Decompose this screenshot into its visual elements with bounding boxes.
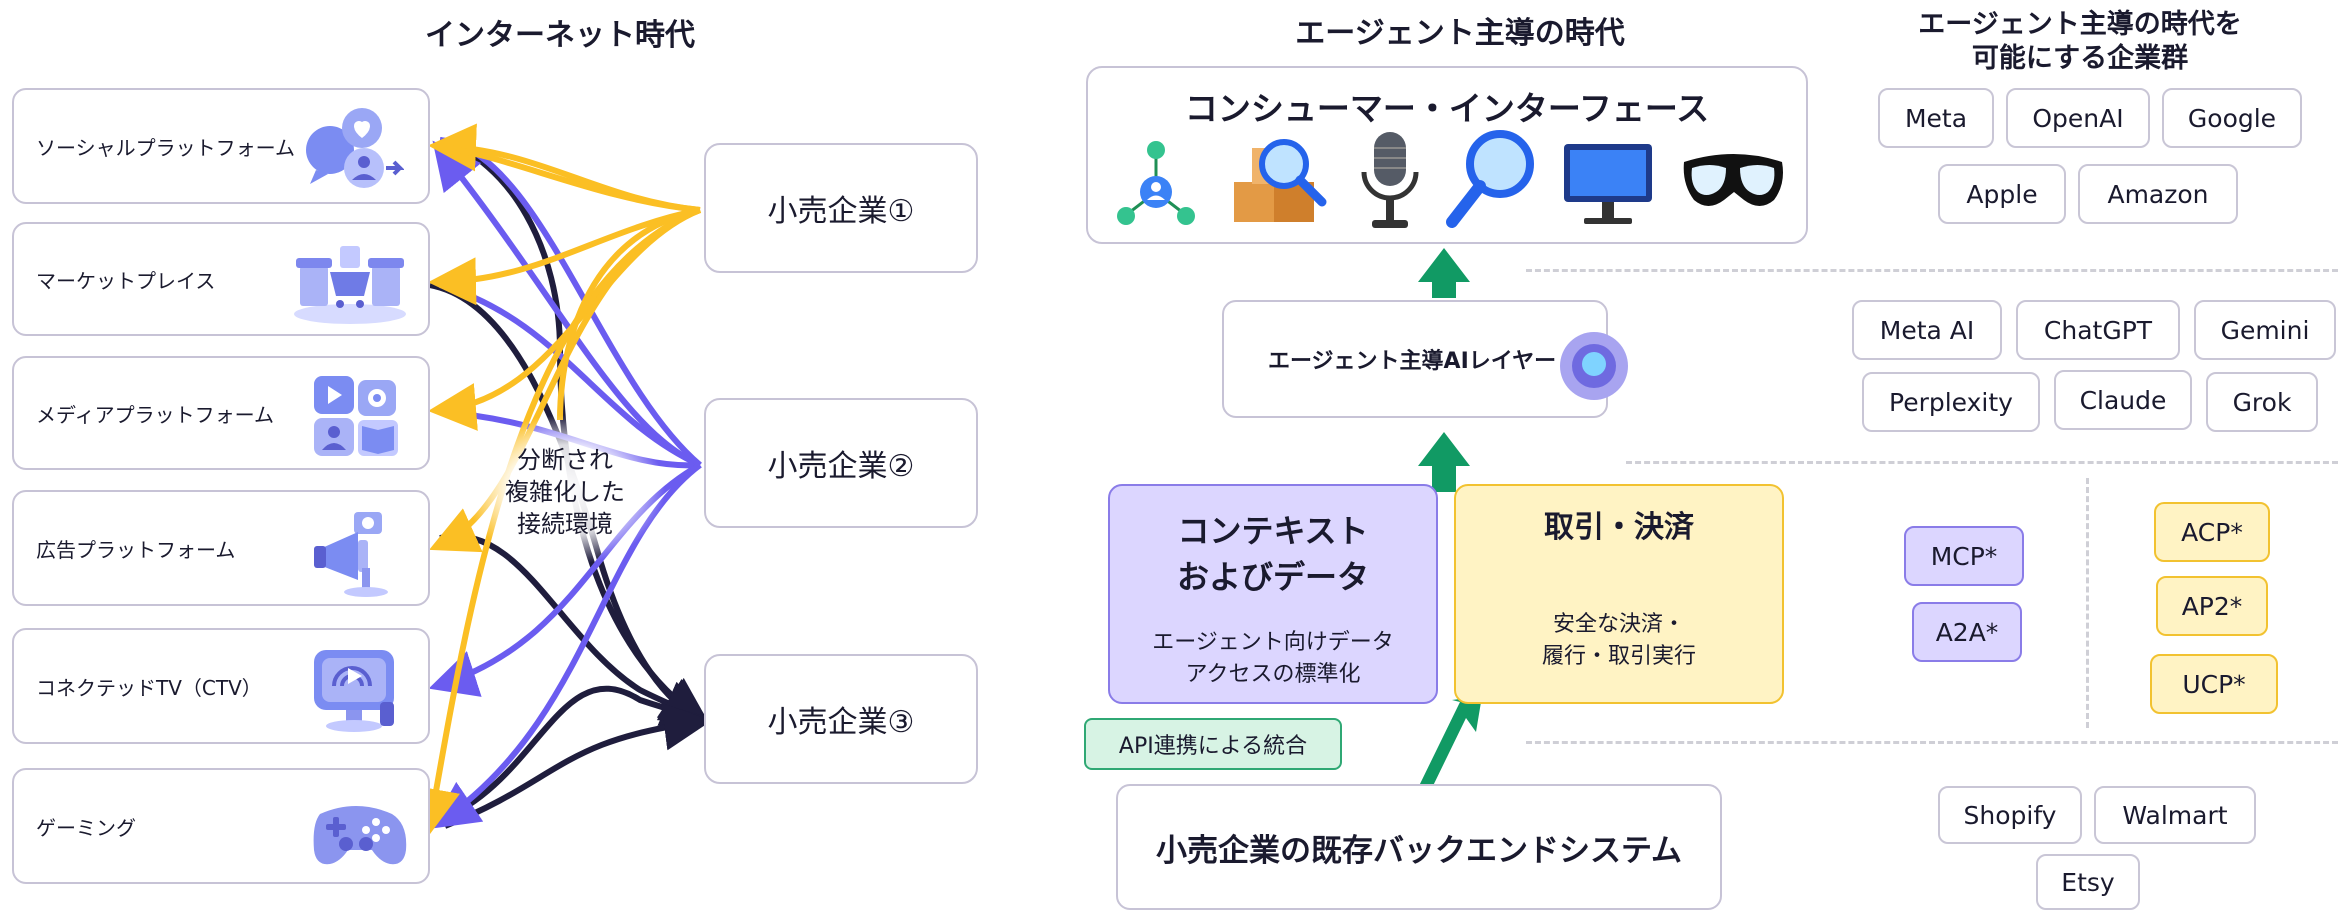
backend-system-box: 小売企業の既存バックエンドシステム xyxy=(1116,784,1722,910)
ai-grok: Grok xyxy=(2206,372,2318,432)
upward-arrows xyxy=(1418,248,1482,792)
consumer-interface-box: コンシューマー・インターフェース xyxy=(1086,66,1808,244)
separator-bottom xyxy=(1526,741,2338,744)
ai-layer-label: エージェント主導AIレイヤー xyxy=(1268,349,1557,374)
company-openai: OpenAI xyxy=(2006,88,2150,148)
platform-label: ゲーミング xyxy=(36,815,136,840)
context-title-line2: およびデータ xyxy=(1176,558,1369,596)
right-title-line2: 可能にする企業群 xyxy=(1971,43,2189,74)
company-amazon: Amazon xyxy=(2078,164,2238,224)
ai-orb-icon xyxy=(1560,332,1628,400)
gamepad-icon xyxy=(313,806,407,865)
platform-label: ソーシャルプラットフォーム xyxy=(36,135,295,160)
protocol-a2a: A2A* xyxy=(1912,602,2022,662)
center-label-line2: 複雑化した xyxy=(505,478,625,506)
commerce-shopify: Shopify xyxy=(1938,786,2082,844)
transaction-sub-line2: 履行・取引実行 xyxy=(1541,644,1696,669)
context-sub-line2: アクセスの標準化 xyxy=(1185,662,1361,687)
retailer-1: 小売企業① xyxy=(704,143,978,273)
center-label-line3: 接続環境 xyxy=(517,510,613,538)
tv-icon xyxy=(314,650,394,732)
platform-social: ソーシャルプラットフォーム xyxy=(12,88,430,204)
network-icon xyxy=(1117,141,1195,225)
monitor-icon xyxy=(1564,144,1652,224)
media-icon xyxy=(314,376,398,456)
separator-middle xyxy=(1626,461,2338,464)
ai-meta-ai: Meta AI xyxy=(1852,300,2002,360)
ai-layer-box: エージェント主導AIレイヤー xyxy=(1222,300,1608,418)
fragmented-connection-label: 分断され 複雑化した 接続環境 xyxy=(480,444,650,540)
middle-section-title: エージェント主導の時代 xyxy=(1295,16,1625,51)
ai-chatgpt: ChatGPT xyxy=(2016,300,2180,360)
company-meta: Meta xyxy=(1878,88,1994,148)
commerce-walmart: Walmart xyxy=(2094,786,2256,844)
platform-label: コネクテッドTV（CTV） xyxy=(36,675,262,700)
ai-claude: Claude xyxy=(2054,370,2192,430)
separator-vertical xyxy=(2086,478,2089,728)
retailer-2: 小売企業② xyxy=(704,398,978,528)
megaphone-icon xyxy=(314,512,388,597)
context-title-line1: コンテキスト xyxy=(1177,512,1369,550)
ai-perplexity: Perplexity xyxy=(1862,372,2040,432)
microphone-icon xyxy=(1361,132,1419,228)
social-icon xyxy=(306,108,404,188)
context-data-box: コンテキスト およびデータ エージェント向けデータ アクセスの標準化 xyxy=(1108,484,1438,704)
protocol-ucp: UCP* xyxy=(2150,654,2278,714)
platform-ctv: コネクテッドTV（CTV） xyxy=(12,628,430,744)
consumer-interface-title: コンシューマー・インターフェース xyxy=(1184,89,1710,128)
platform-marketplace: マーケットプレイス xyxy=(12,222,430,336)
protocol-acp: ACP* xyxy=(2154,502,2270,562)
transaction-sub-line1: 安全な決済・ xyxy=(1552,612,1685,637)
separator-top xyxy=(1526,269,2338,272)
protocol-ap2: AP2* xyxy=(2156,576,2268,636)
context-sub-line1: エージェント向けデータ xyxy=(1152,630,1394,655)
company-google: Google xyxy=(2162,88,2302,148)
platform-media: メディアプラットフォーム xyxy=(12,356,430,470)
marketplace-icon xyxy=(294,246,406,324)
commerce-etsy: Etsy xyxy=(2036,854,2140,910)
retailer-3: 小売企業③ xyxy=(704,654,978,784)
center-label-line1: 分断され xyxy=(517,446,613,474)
protocol-mcp: MCP* xyxy=(1904,526,2024,586)
right-section-title: エージェント主導の時代を 可能にする企業群 xyxy=(1860,8,2300,76)
platform-gaming: ゲーミング xyxy=(12,768,430,884)
platform-label: メディアプラットフォーム xyxy=(36,402,274,427)
ai-gemini: Gemini xyxy=(2194,300,2336,360)
company-apple: Apple xyxy=(1938,164,2066,224)
transaction-box: 取引・決済 安全な決済・ 履行・取引実行 xyxy=(1454,484,1784,704)
backend-system-label: 小売企業の既存バックエンドシステム xyxy=(1155,832,1683,869)
api-integration-badge: API連携による統合 xyxy=(1084,718,1342,770)
left-section-title: インターネット時代 xyxy=(425,18,695,53)
platform-label: 広告プラットフォーム xyxy=(36,537,236,562)
connection-lines xyxy=(412,123,712,837)
vr-goggles-icon xyxy=(1683,154,1783,206)
right-title-line1: エージェント主導の時代を xyxy=(1918,9,2242,40)
magnifier-icon xyxy=(1446,130,1534,228)
platform-label: マーケットプレイス xyxy=(36,268,216,293)
transaction-title: 取引・決済 xyxy=(1544,510,1694,545)
platform-advertising: 広告プラットフォーム xyxy=(12,490,430,606)
boxes-search-icon xyxy=(1234,139,1327,222)
